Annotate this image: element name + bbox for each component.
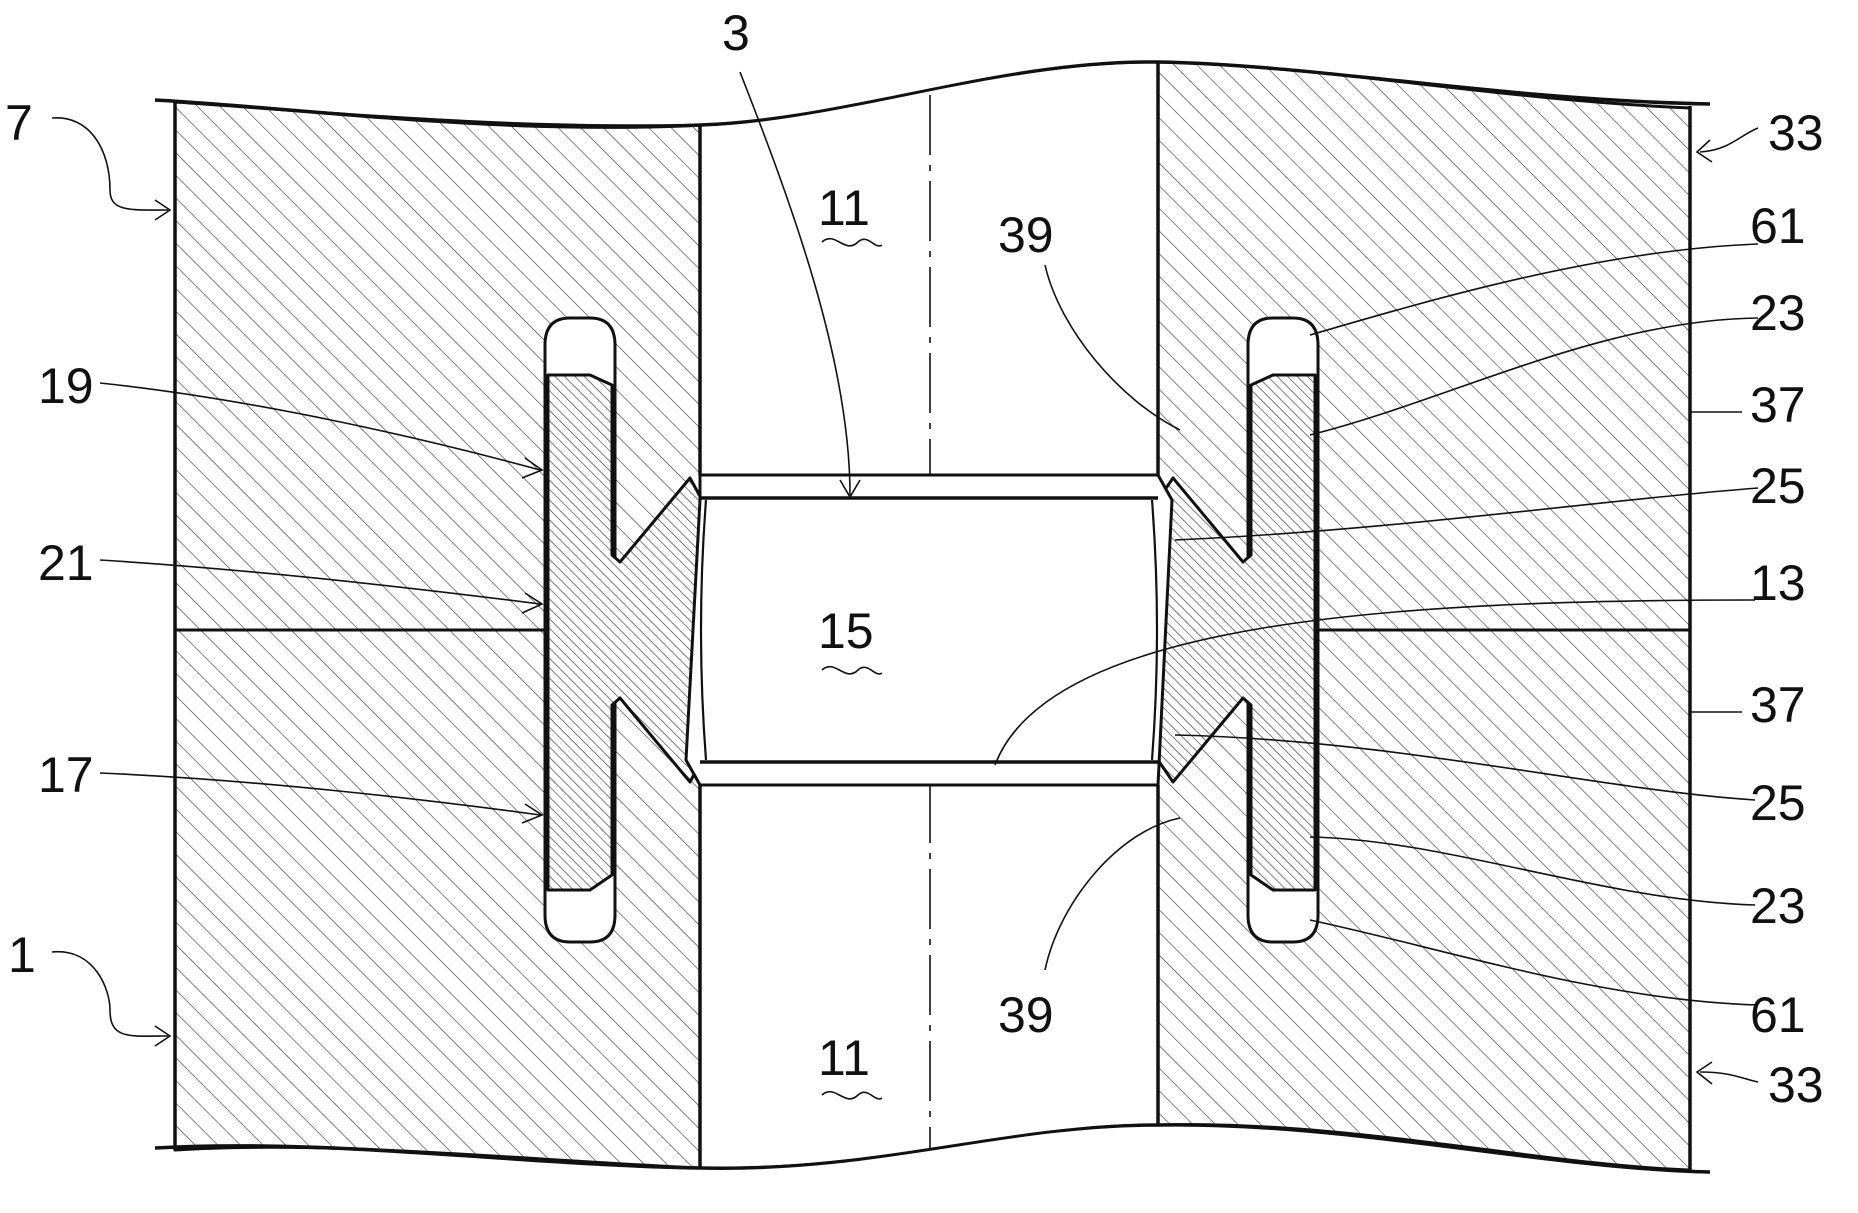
right-lower-body <box>1156 628 1692 1172</box>
label-25-bottom: 25 <box>1750 775 1806 831</box>
leader-61-bottom <box>1309 919 1759 1006</box>
leader-33-top <box>1699 127 1759 153</box>
label-19: 19 <box>38 358 94 414</box>
label-25-top: 25 <box>1750 458 1806 514</box>
label-1: 1 <box>8 927 36 983</box>
leader-23-bottom <box>1309 836 1756 906</box>
leader-1 <box>51 951 169 1037</box>
leader-21 <box>99 559 541 605</box>
leader-23-top <box>1309 317 1759 436</box>
label-33-bottom: 33 <box>1768 1057 1824 1113</box>
tilde-15 <box>821 665 883 675</box>
label-15: 15 <box>818 603 874 659</box>
leader-13 <box>994 599 1756 766</box>
label-13: 13 <box>1750 555 1806 611</box>
top-break-line <box>154 60 1711 129</box>
passage-right-curve <box>1150 499 1159 761</box>
leader-25-top <box>1174 487 1759 541</box>
label-39-bottom: 39 <box>998 987 1054 1043</box>
leader-61-top <box>1309 243 1759 336</box>
leader-17 <box>99 772 541 816</box>
tilde-11-bottom <box>821 1090 883 1100</box>
label-3: 3 <box>722 5 750 61</box>
label-11-top: 11 <box>818 180 870 236</box>
leader-39-bottom <box>1044 817 1181 971</box>
label-17: 17 <box>38 747 94 803</box>
left-upper-body <box>173 100 702 632</box>
label-33-top: 33 <box>1768 105 1824 161</box>
left-lower-body <box>173 628 702 1170</box>
label-23-bottom: 23 <box>1750 878 1806 934</box>
label-11-bottom: 11 <box>818 1030 870 1086</box>
label-21: 21 <box>38 535 94 591</box>
leader-39-top <box>1044 264 1181 431</box>
passage-left-curve <box>699 499 708 761</box>
right-seal-notch-bottom <box>1172 697 1253 875</box>
right-upper-body <box>1156 60 1692 632</box>
left-seal-notch-top <box>610 385 691 563</box>
leader-25-bottom <box>1174 734 1756 801</box>
label-39-top: 39 <box>998 207 1054 263</box>
leader-7 <box>51 117 169 211</box>
label-7: 7 <box>5 95 33 151</box>
leader-19 <box>99 382 541 471</box>
label-23-top: 23 <box>1750 285 1806 341</box>
leader-33-bottom <box>1699 1071 1759 1083</box>
right-seal-notch-top <box>1172 385 1253 563</box>
label-37-top: 37 <box>1750 377 1806 433</box>
tilde-11-top <box>821 237 883 247</box>
label-61-top: 61 <box>1750 198 1806 254</box>
label-37-bottom: 37 <box>1750 677 1806 733</box>
bottom-break-line <box>154 1123 1711 1174</box>
leader-3 <box>739 71 851 496</box>
label-61-bottom: 61 <box>1750 987 1806 1043</box>
central-passage <box>684 473 1174 787</box>
arrowheads <box>154 139 1713 1085</box>
left-seal-notch-bottom <box>610 697 691 875</box>
